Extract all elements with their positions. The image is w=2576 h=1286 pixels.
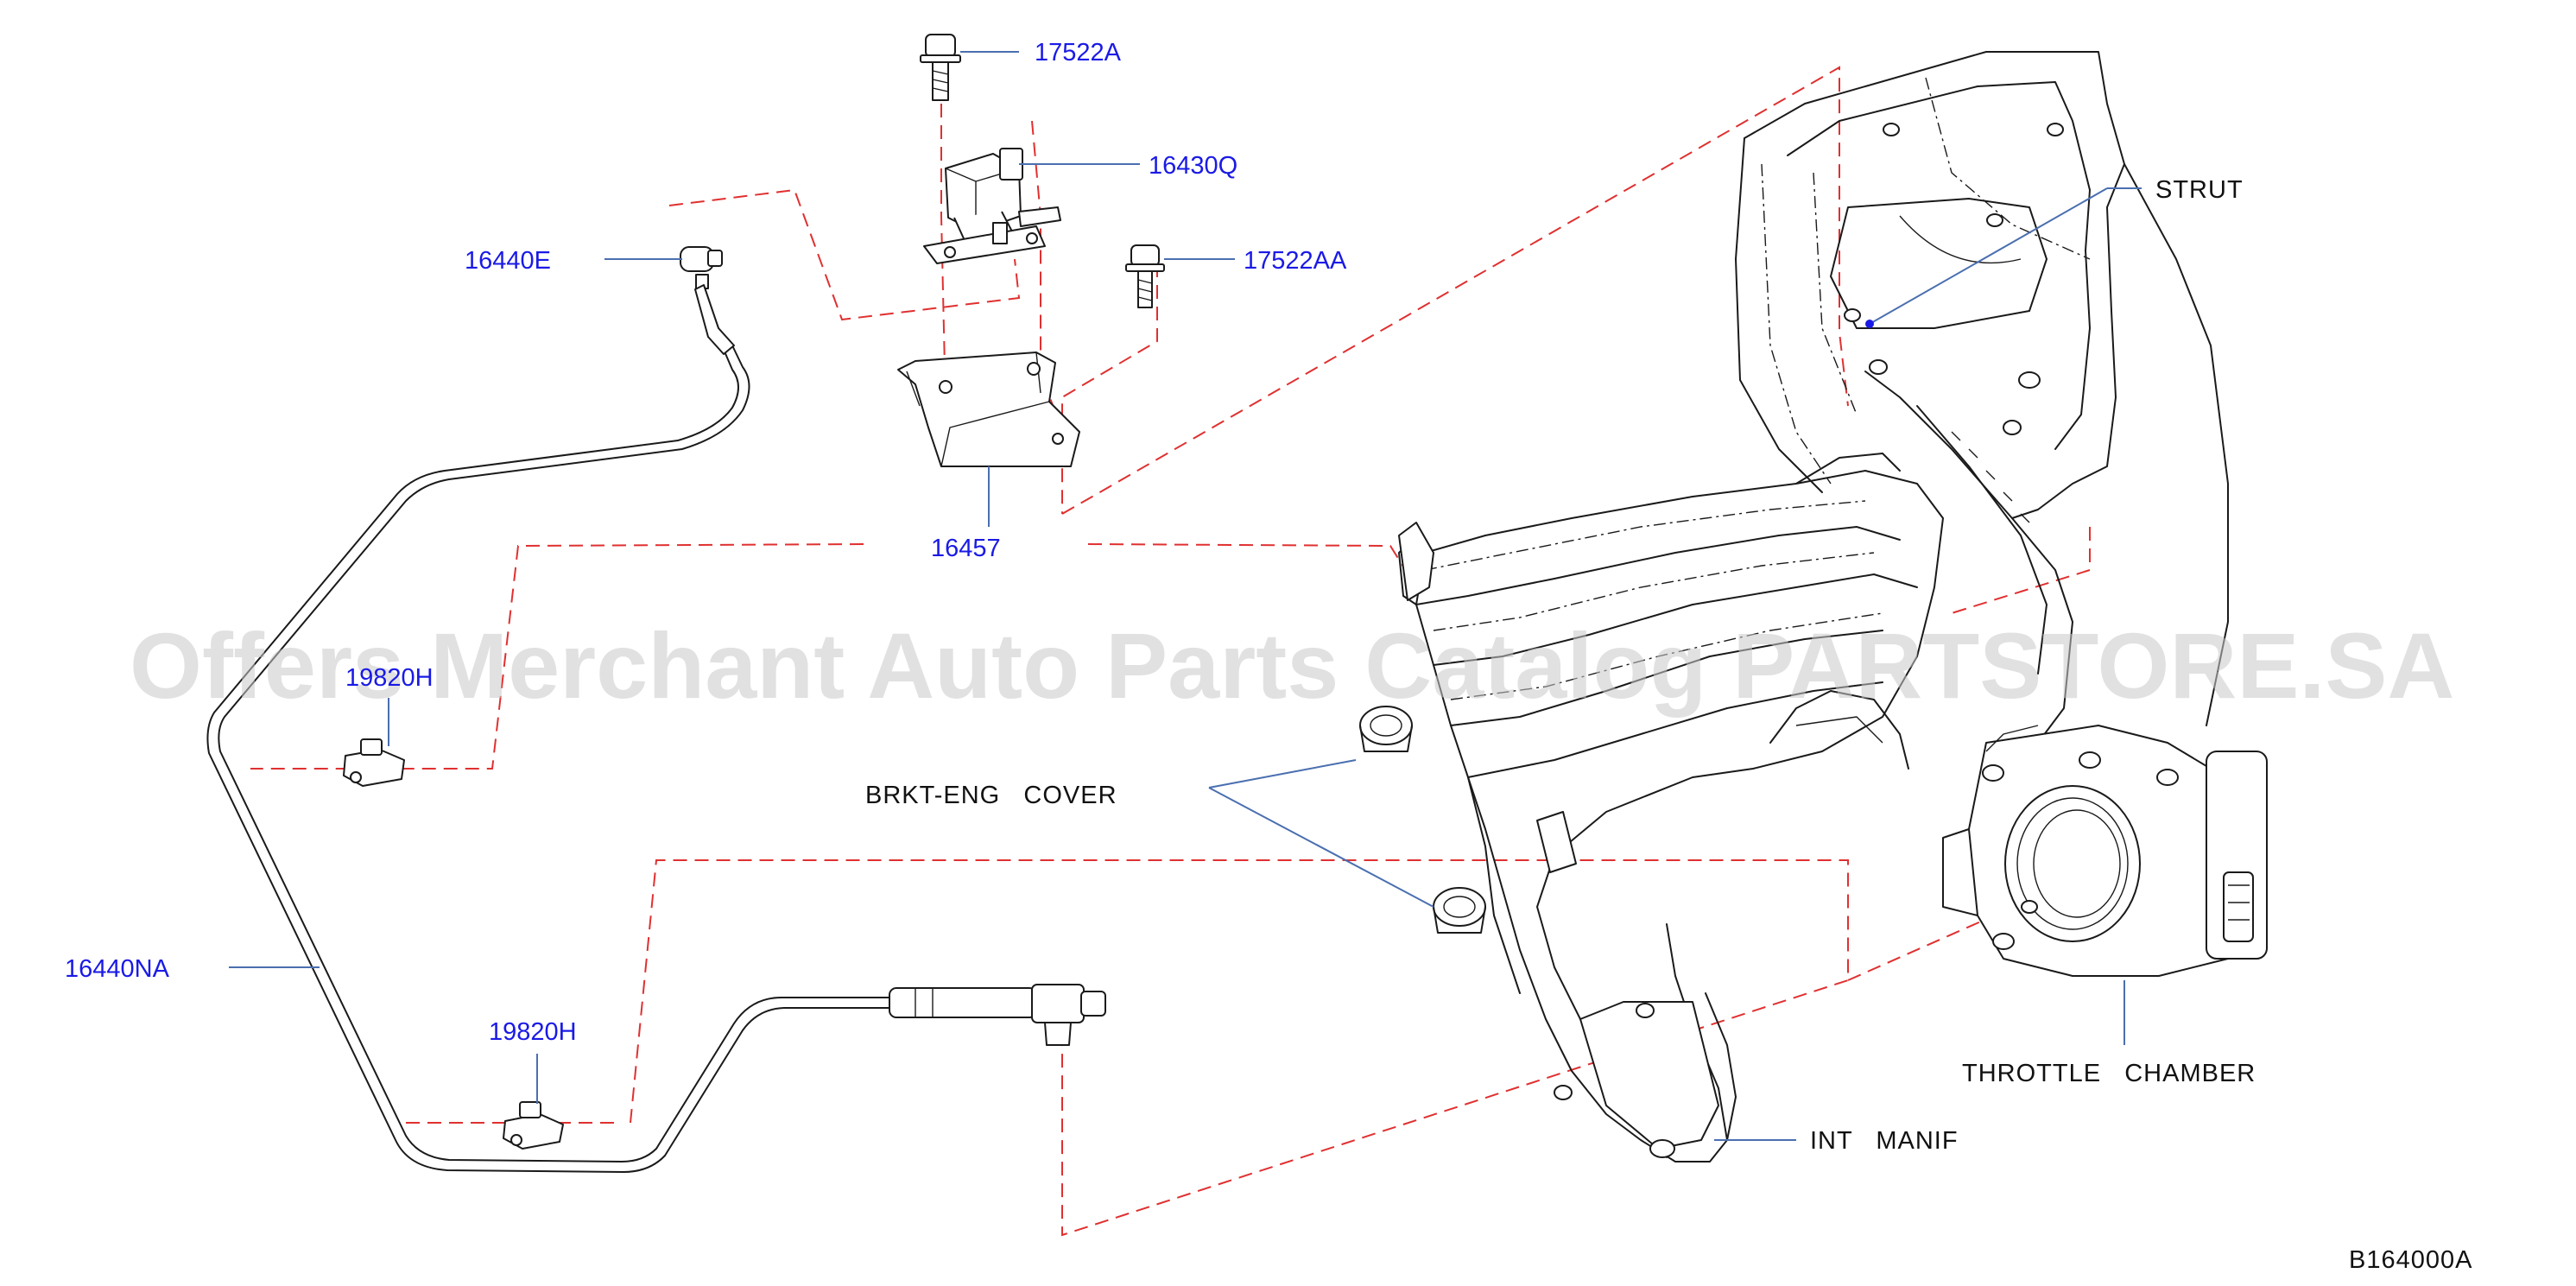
bolt-17522AA [1125,244,1165,308]
label-strut: STRUT [2155,176,2244,204]
label-int-manif: INT MANIF [1810,1127,1959,1155]
watermark-text: Offers Merchant Auto Parts Catalog PARTS… [130,613,2454,718]
label-throttle-chamber: THROTTLE CHAMBER [1962,1060,2256,1087]
hose-fitting-lower [889,984,1106,1046]
connector-16440E [680,246,735,355]
bracket-16457 [897,352,1080,467]
label-17522AA: 17522AA [1244,247,1347,275]
intake-manifold [1359,453,1944,1162]
label-17522A: 17522A [1035,39,1122,67]
vacuum-hose-16440NA [206,345,890,1173]
strut-housing [1735,51,2229,744]
label-16457: 16457 [931,535,1001,562]
label-16430Q: 16430Q [1149,152,1237,180]
clip-19820H-upper [343,738,405,787]
leader-lines [229,51,2142,1141]
label-16440NA: 16440NA [65,955,170,983]
diagram-code: B164000A [2349,1246,2472,1274]
label-brkt-eng-cover: BRKT-ENG COVER [865,782,1117,809]
bolt-17522A [920,34,961,101]
label-16440E: 16440E [465,247,551,275]
throttle-chamber [1942,725,2268,977]
label-19820H-lower: 19820H [489,1018,577,1046]
solenoid-valve-16430Q [923,148,1061,264]
clip-19820H-lower [503,1101,564,1150]
label-19820H-upper: 19820H [345,664,434,692]
